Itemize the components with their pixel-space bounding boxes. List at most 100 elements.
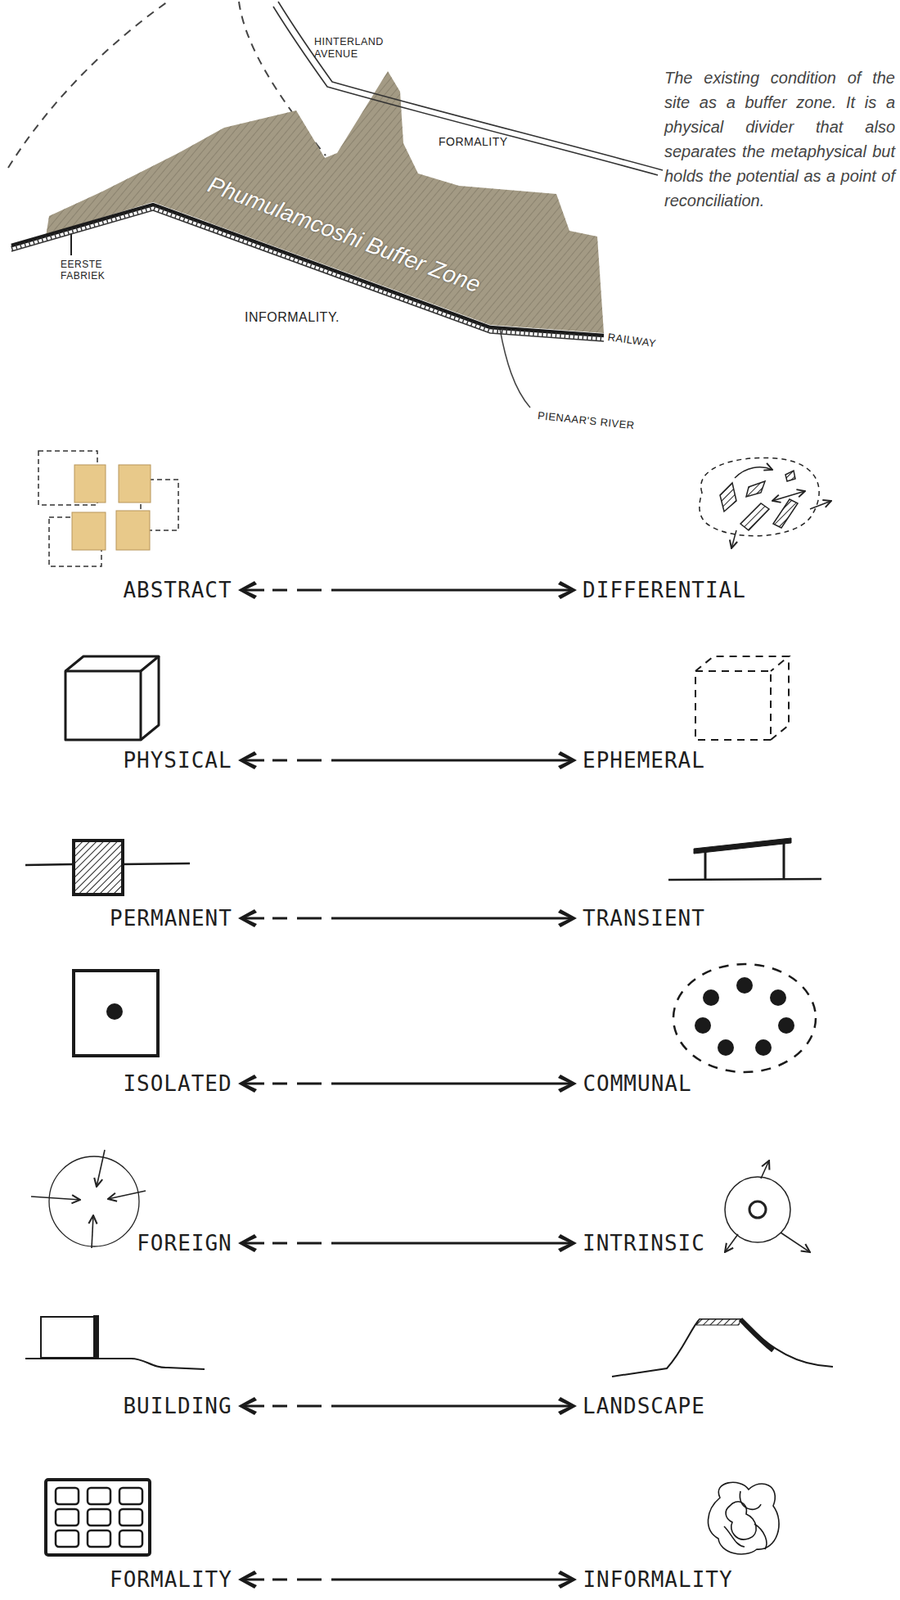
differential-icon xyxy=(810,500,832,509)
double-arrow xyxy=(238,1074,577,1093)
landscape-icon xyxy=(612,1318,833,1377)
landscape-icon xyxy=(696,1318,741,1325)
caption: The existing condition of the site as a … xyxy=(664,65,896,213)
formality-grid xyxy=(55,1508,79,1526)
buffer-zone: Phumulamcoshi Buffer Zone xyxy=(0,0,671,426)
communal-icon xyxy=(673,963,816,1072)
abstract-icon xyxy=(74,464,106,503)
term-label: INTRINSIC xyxy=(582,1228,706,1257)
building-icon xyxy=(40,1316,97,1358)
concept-term: TRANSIENT xyxy=(579,904,709,932)
map-label: FORMALITY xyxy=(438,135,509,149)
informality-squiggle xyxy=(724,1525,745,1547)
differential-icon xyxy=(734,467,773,478)
formality-grid xyxy=(87,1487,111,1504)
arrow-shaft xyxy=(241,917,574,920)
arrow-shaft xyxy=(241,759,574,762)
formality-grid xyxy=(45,1479,150,1555)
double-arrow xyxy=(238,751,577,770)
abstract-icon xyxy=(116,510,150,550)
map-label: RAILWAY xyxy=(607,330,657,351)
foreign-icon xyxy=(91,1215,94,1248)
permanent-icon xyxy=(25,840,190,895)
intrinsic-icon xyxy=(749,1201,766,1218)
formality-grid xyxy=(119,1508,143,1526)
concept-term: INFORMALITY xyxy=(579,1565,737,1593)
intrinsic-icon xyxy=(780,1232,810,1252)
double-arrow xyxy=(238,909,577,927)
formality-grid xyxy=(87,1508,111,1526)
arrow-head xyxy=(238,1074,257,1093)
informality-squiggle xyxy=(754,1523,767,1549)
communal-icon xyxy=(778,1017,795,1034)
concept-term: COMMUNAL xyxy=(579,1069,696,1098)
concept-term: LANDSCAPE xyxy=(579,1391,709,1420)
permanent-icon xyxy=(25,863,190,865)
map-linework xyxy=(70,233,72,256)
abstract-icon xyxy=(38,450,179,567)
arrow-head xyxy=(238,580,257,599)
formality-grid xyxy=(55,1487,79,1504)
double-arrow xyxy=(238,1233,577,1252)
concept-term: PERMANENT xyxy=(106,904,236,932)
map-linework xyxy=(499,328,531,408)
map-label: INFORMALITY. xyxy=(244,309,340,325)
foreign-icon xyxy=(49,1156,140,1247)
term-label: TRANSIENT xyxy=(582,904,706,932)
concept-term: EPHEMERAL xyxy=(579,746,709,774)
buffer-zone-fill xyxy=(18,71,604,333)
building-icon xyxy=(25,1314,205,1369)
formality-grid xyxy=(87,1530,111,1547)
map-label: EERSTE FABRIEK xyxy=(60,258,120,283)
term-label: BUILDING xyxy=(122,1391,233,1420)
abstract-icon xyxy=(72,512,106,550)
map-label: PIENAAR'S RIVER xyxy=(536,409,635,432)
landscape-icon xyxy=(740,1318,774,1350)
double-arrow xyxy=(238,1570,577,1589)
term-label: ISOLATED xyxy=(122,1069,233,1098)
landscape-icon xyxy=(612,1318,833,1377)
foreign-icon xyxy=(108,1190,146,1199)
formality-grid xyxy=(119,1487,143,1504)
arrow-head xyxy=(558,1396,577,1415)
ephemeral-cube xyxy=(770,656,789,740)
map-linework xyxy=(8,1,168,168)
concept-term: ABSTRACT xyxy=(119,576,236,604)
double-arrow xyxy=(238,1396,577,1415)
concept-term: ISOLATED xyxy=(119,1069,236,1098)
isolated-icon xyxy=(106,1003,123,1020)
term-label: FORMALITY xyxy=(109,1565,233,1593)
communal-icon xyxy=(702,989,720,1006)
building-icon xyxy=(93,1314,99,1359)
differential-icon xyxy=(699,457,819,536)
communal-icon xyxy=(755,1039,772,1056)
communal-icon xyxy=(717,1039,734,1056)
foreign-icon xyxy=(31,1196,81,1200)
differential-icon xyxy=(720,482,737,512)
term-label: COMMUNAL xyxy=(582,1069,693,1098)
intrinsic-icon xyxy=(760,1160,770,1179)
ephemeral-cube xyxy=(695,670,771,740)
term-label: ABSTRACT xyxy=(122,576,233,604)
concept-term: FOREIGN xyxy=(133,1228,236,1257)
foreign-icon xyxy=(31,1149,146,1248)
communal-icon xyxy=(769,989,787,1006)
physical-cube xyxy=(140,656,159,740)
term-label: FOREIGN xyxy=(136,1228,233,1257)
transient-icon xyxy=(693,837,792,854)
arrow-head xyxy=(558,1233,577,1252)
transient-icon xyxy=(668,837,822,880)
arrow-head xyxy=(238,1396,257,1415)
arrow-head xyxy=(238,1570,257,1589)
arrow-shaft xyxy=(241,1082,574,1085)
ephemeral-cube xyxy=(695,656,789,671)
double-arrow xyxy=(238,580,577,599)
transient-icon xyxy=(668,878,822,880)
arrow-shaft xyxy=(241,1404,574,1408)
differential-icon xyxy=(773,499,798,528)
concept-term: INTRINSIC xyxy=(579,1228,709,1257)
arrow-head xyxy=(558,1074,577,1093)
term-label: LANDSCAPE xyxy=(582,1391,706,1420)
